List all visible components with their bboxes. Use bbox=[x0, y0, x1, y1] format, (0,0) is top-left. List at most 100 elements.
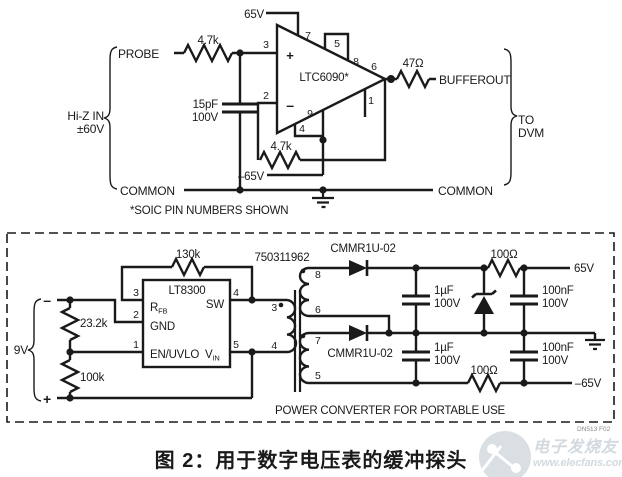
pin-9: 9 bbox=[307, 108, 313, 120]
figure-caption: 图 2：用于数字电压表的缓冲探头 bbox=[155, 448, 468, 472]
rfb-value: 4.7k bbox=[271, 141, 292, 153]
junction-dots bbox=[236, 49, 395, 194]
ic-pin-4: 4 bbox=[233, 287, 239, 299]
ground-symbol-2 bbox=[585, 338, 605, 351]
xfmr-pin-8: 8 bbox=[315, 269, 321, 281]
resistor-feedback bbox=[258, 149, 302, 171]
common-left-label: COMMON bbox=[120, 184, 175, 198]
pin-4: 4 bbox=[299, 123, 305, 135]
to-dvm-line2: DVM bbox=[518, 126, 544, 140]
diode-top bbox=[349, 260, 367, 276]
c1-value: 1µF bbox=[434, 285, 454, 297]
pin-5: 5 bbox=[334, 38, 340, 50]
watermark: 电子发烧友 www.elecfans.com bbox=[479, 431, 622, 477]
c4-value: 100nF bbox=[542, 342, 574, 354]
vminus-label: –65V bbox=[238, 171, 265, 183]
ic-part-number: LT8300 bbox=[169, 285, 206, 297]
r2-value: 100k bbox=[80, 372, 105, 384]
dashed-border bbox=[6, 232, 615, 423]
vplus-label: 65V bbox=[244, 9, 264, 21]
c2-voltage: 100V bbox=[542, 298, 569, 310]
resistor-input bbox=[182, 42, 234, 64]
cap-value: 15pF bbox=[193, 99, 219, 111]
lt8300-box bbox=[141, 278, 232, 369]
out-neg-label: –65V bbox=[575, 378, 602, 390]
common-right-label: COMMON bbox=[438, 184, 493, 198]
resistor-23k2 bbox=[59, 306, 81, 342]
power-converter-circuit: 9V – + 23.2k 100k 130k LT8300 RFB SW GND… bbox=[6, 232, 615, 433]
watermark-brand: 电子发烧友 bbox=[533, 438, 620, 456]
c3-value: 1µF bbox=[434, 342, 454, 354]
ic-pin-1: 1 bbox=[133, 339, 139, 351]
watermark-site: www.elecfans.com bbox=[533, 457, 622, 469]
rout-value: 47Ω bbox=[403, 58, 424, 70]
resistor-100ohm-top bbox=[486, 257, 522, 279]
rfb-130k-value: 130k bbox=[176, 249, 201, 261]
diode-top-part: CMMR1U-02 bbox=[330, 243, 395, 255]
c3-voltage: 100V bbox=[434, 355, 461, 367]
ic-sw-pin-label: SW bbox=[206, 299, 224, 311]
cap-voltage: 100V bbox=[192, 112, 219, 124]
c4-voltage: 100V bbox=[542, 355, 569, 367]
ic-rfb-pin-label: RFB bbox=[150, 302, 167, 316]
to-dvm-line1: TO bbox=[518, 113, 534, 127]
ic-pin-3: 3 bbox=[133, 287, 139, 299]
xfmr-pin-5: 5 bbox=[315, 370, 321, 382]
xfmr-pin-6: 6 bbox=[315, 304, 321, 316]
resistor-130k bbox=[170, 256, 206, 278]
zener-diode bbox=[471, 289, 497, 314]
xfmr-pin-4: 4 bbox=[271, 340, 277, 352]
ic-pin-5: 5 bbox=[233, 339, 239, 351]
xfmr-secondary2 bbox=[298, 331, 310, 385]
capacitor-15pf bbox=[222, 102, 258, 114]
r1-value: 23.2k bbox=[80, 318, 108, 330]
ground-symbol bbox=[312, 190, 334, 209]
rpos-value: 100Ω bbox=[491, 249, 519, 261]
bufferout-label: BUFFEROUT bbox=[439, 73, 511, 87]
xfmr-part-number: 750311962 bbox=[255, 252, 310, 264]
dvm-brace bbox=[503, 48, 518, 186]
pin-7: 7 bbox=[305, 30, 311, 42]
opamp-plus-input: + bbox=[286, 48, 294, 63]
resistor-100k bbox=[59, 358, 81, 394]
pin-1: 1 bbox=[368, 95, 374, 107]
xfmr-pin-3: 3 bbox=[271, 302, 277, 314]
power-junction-dots bbox=[66, 264, 528, 402]
pin-6: 6 bbox=[371, 61, 377, 73]
diode-bottom-part: CMMR1U-02 bbox=[327, 348, 392, 360]
probe-label: PROBE bbox=[118, 47, 159, 61]
xfmr-pin-7: 7 bbox=[315, 335, 321, 347]
resistor-100ohm-bottom bbox=[466, 372, 502, 394]
doc-reference: DN513 F02 bbox=[577, 426, 611, 433]
power-caption: POWER CONVERTER FOR PORTABLE USE bbox=[275, 405, 506, 417]
c2-value: 100nF bbox=[542, 285, 574, 297]
opamp-triangle bbox=[275, 23, 388, 135]
ic-pin-2: 2 bbox=[133, 309, 139, 321]
c1-voltage: 100V bbox=[434, 298, 461, 310]
out-pos-label: 65V bbox=[574, 263, 594, 275]
ic-vin-pin-label: VIN bbox=[205, 349, 220, 363]
watermark-logo-trace bbox=[479, 445, 513, 473]
hiz-line1: Hi-Z IN bbox=[67, 109, 104, 123]
winding-polarity-dots bbox=[278, 268, 306, 339]
watermark-logo-pad1 bbox=[487, 444, 497, 454]
hiz-brace bbox=[103, 46, 118, 190]
xfmr-secondary1 bbox=[298, 266, 310, 318]
buffer-circuit: PROBE 4.7k 15pF 100V 65V –65V 3 2 7 5 8 … bbox=[67, 9, 544, 217]
diode-bottom bbox=[349, 325, 367, 341]
ic-gnd-pin-label: GND bbox=[150, 321, 175, 333]
resistor-output bbox=[395, 68, 431, 90]
battery-voltage: 9V bbox=[14, 343, 28, 357]
rneg-value: 100Ω bbox=[471, 365, 499, 377]
battery-minus: – bbox=[43, 292, 51, 308]
battery-plus: + bbox=[43, 391, 51, 407]
ic-en-pin-label: EN/UVLO bbox=[150, 349, 199, 361]
opamp-part-number: LTC6090* bbox=[299, 72, 349, 84]
cap-plates bbox=[402, 294, 538, 362]
pin-8: 8 bbox=[353, 56, 359, 68]
hiz-line2: ±60V bbox=[77, 122, 104, 136]
battery-brace bbox=[27, 298, 42, 402]
watermark-logo-pad2 bbox=[511, 463, 521, 473]
